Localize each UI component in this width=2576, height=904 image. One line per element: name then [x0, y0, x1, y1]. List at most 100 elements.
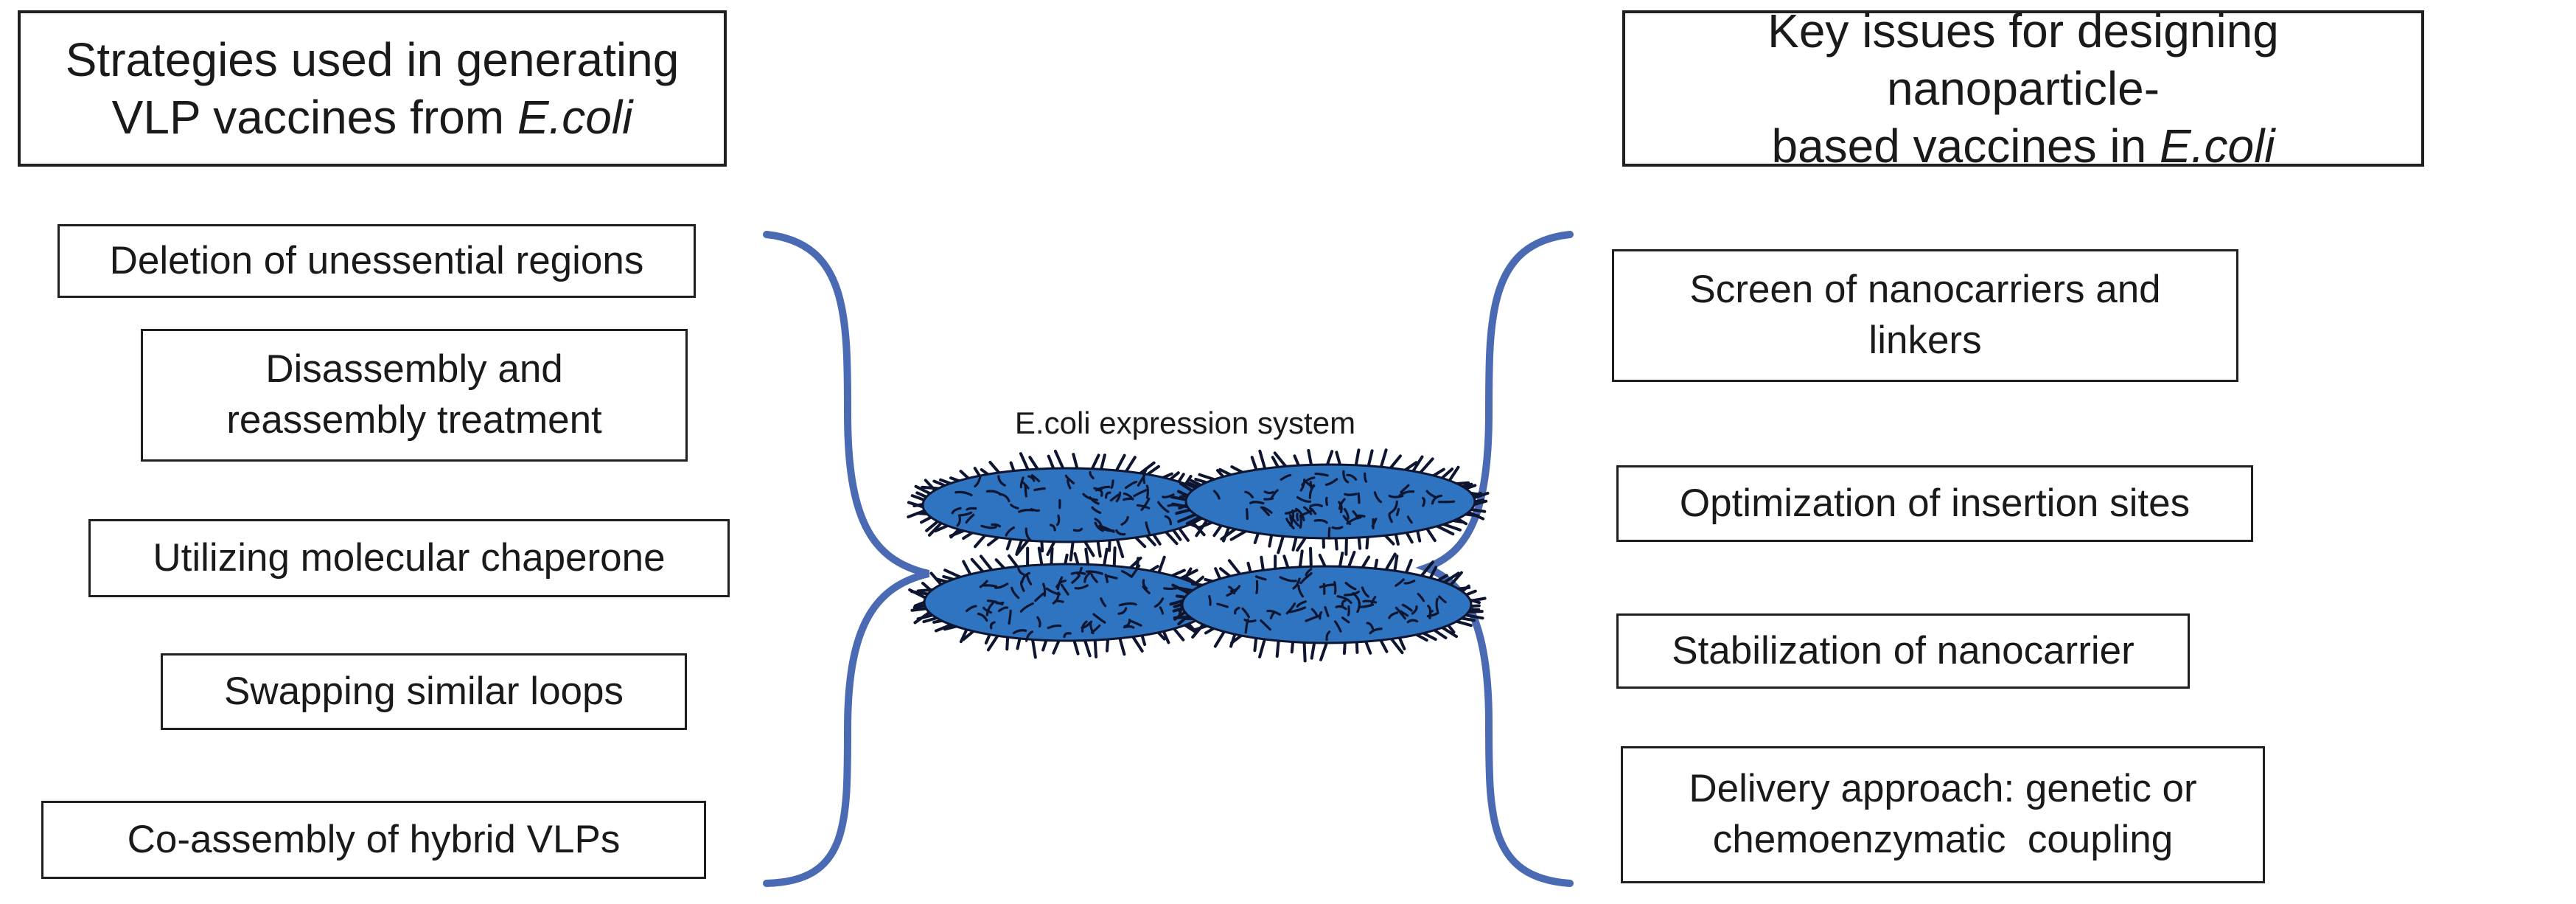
pilus — [1357, 492, 1361, 504]
pilus — [1094, 521, 1104, 532]
pilus — [1243, 618, 1257, 623]
pilus — [1431, 494, 1443, 505]
pilus — [1297, 584, 1305, 598]
pilus — [1212, 490, 1221, 500]
pilus — [1346, 473, 1358, 481]
pilus — [1025, 630, 1033, 642]
pilus — [1388, 494, 1404, 498]
ecoli-bacterium — [908, 546, 1229, 659]
pilus — [1241, 607, 1250, 619]
pilus — [1019, 602, 1034, 613]
pilus — [1417, 593, 1425, 602]
pilus — [1140, 497, 1151, 511]
right-curly-brace — [1415, 231, 1574, 887]
pilus — [1305, 614, 1320, 622]
pilus — [1263, 490, 1274, 495]
pilus — [1292, 577, 1301, 590]
pilus — [1364, 472, 1368, 483]
pilus — [1056, 576, 1064, 591]
pilus — [1104, 491, 1111, 499]
flagellum — [1053, 449, 1066, 472]
pilus — [985, 490, 1002, 496]
pilus — [1030, 508, 1041, 512]
key-issues-header-line2: based vaccines in — [1771, 119, 2160, 173]
pilus — [1352, 510, 1360, 520]
pilus — [1338, 498, 1346, 510]
pilus — [954, 490, 973, 497]
pilus — [1389, 500, 1398, 514]
pilus — [1128, 619, 1142, 627]
strategy-coassembly-box: Co-assembly of hybrid VLPs — [41, 801, 706, 879]
pilus — [1024, 484, 1027, 498]
pilus — [1285, 602, 1296, 615]
strategies-header-box: Strategies used in generating VLP vaccin… — [18, 10, 727, 167]
pilus — [1131, 564, 1141, 578]
pilus — [1299, 479, 1306, 492]
pilus — [1045, 587, 1061, 596]
issue-screen-box: Screen of nanocarriers and linkers — [1612, 249, 2238, 382]
pilus — [1153, 597, 1165, 608]
pilus — [1092, 613, 1106, 624]
pilus — [1070, 571, 1086, 575]
pilus — [1437, 500, 1456, 504]
key-issues-header-ecoli: E.coli — [2160, 119, 2275, 173]
pilus — [960, 511, 973, 517]
strategy-disassembly-label: Disassembly and reassembly treatment — [226, 347, 602, 442]
strategy-swapping-box: Swapping similar loops — [161, 653, 687, 730]
flagellum — [1195, 517, 1210, 538]
ecoli-bacteria-cluster — [907, 448, 1490, 663]
pilus — [1356, 601, 1361, 613]
flagellum — [1037, 546, 1044, 569]
pilus — [1437, 595, 1447, 604]
pilus — [982, 606, 993, 614]
pilus — [1309, 503, 1323, 508]
pilus — [1118, 602, 1137, 607]
key-issues-header-box: Key issues for designing nanoparticle- b… — [1622, 4, 2424, 173]
pilus — [1090, 624, 1101, 634]
strategy-chaperone-box: Utilizing molecular chaperone — [88, 519, 730, 597]
pilus — [951, 507, 962, 515]
flagellum — [1417, 457, 1434, 476]
pilus — [1310, 608, 1318, 616]
pilus — [1010, 504, 1019, 510]
pilus — [1042, 583, 1047, 597]
flagellum — [1069, 538, 1075, 562]
pilus — [1019, 476, 1025, 489]
pilus — [1082, 493, 1098, 501]
pilus — [1324, 478, 1338, 486]
flagellum — [1156, 555, 1166, 576]
pilus — [1091, 506, 1102, 515]
pilus — [1008, 609, 1012, 625]
left-curly-brace — [763, 231, 930, 887]
pilus — [986, 599, 1004, 606]
flagellum — [1258, 636, 1267, 658]
pilus — [1145, 521, 1151, 536]
pilus — [1094, 518, 1104, 531]
pilus — [1115, 529, 1126, 536]
issue-screen-label: Screen of nanocarriers and linkers — [1689, 268, 2161, 362]
pilus — [1361, 586, 1369, 598]
pilus — [1244, 490, 1254, 498]
pilus — [1333, 620, 1342, 633]
flagellum — [1379, 448, 1388, 470]
pilus — [1395, 578, 1405, 587]
pilus — [1343, 507, 1350, 520]
pilus — [1342, 470, 1350, 484]
pilus — [1362, 599, 1378, 604]
pilus — [1341, 599, 1347, 608]
pilus — [1145, 484, 1149, 499]
pilus — [1427, 605, 1432, 618]
pilus — [1157, 501, 1170, 513]
key-issues-header-text: Key issues for designing nanoparticle- b… — [1638, 2, 2408, 175]
strategies-header-ecoli: E.coli — [517, 91, 633, 144]
pilus — [1109, 493, 1120, 502]
pilus — [1324, 605, 1330, 617]
flagellum — [1277, 532, 1285, 554]
pilus — [1067, 478, 1072, 490]
pilus — [1327, 526, 1331, 540]
pilus — [1081, 620, 1088, 633]
pilus — [1010, 586, 1020, 599]
bacterium-body — [1184, 463, 1476, 540]
pilus — [1104, 574, 1118, 580]
strategy-swapping-label: Swapping similar loops — [223, 669, 624, 713]
